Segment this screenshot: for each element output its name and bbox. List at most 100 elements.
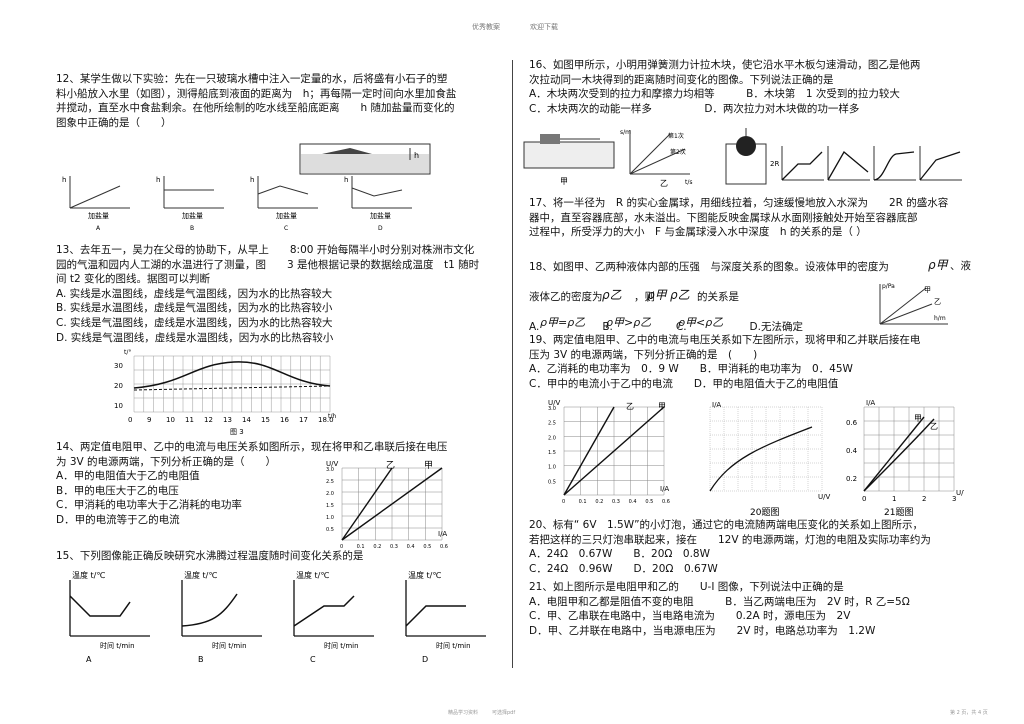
question-line: 园的气温和园内人工湖的水温进行了测量，图 3 是他根据记录的数据绘成温度 t1 … [56, 258, 480, 271]
y-axis-label: I/A [712, 401, 721, 409]
question-line: 过程中，所受浮力的大小 F 与金属球浸入水中深度 h 的关系的是（ ） [529, 226, 867, 239]
header-left: 优秀教案 [472, 23, 500, 31]
distance-time-graph: s/m t/s 第1次 第2次 乙 [620, 129, 693, 188]
question-line: A．木块两次受到的拉力和摩擦力均相等 B．木块第 1 次受到的拉力较大 [529, 88, 900, 101]
option-letter: D [378, 225, 383, 232]
option-letter: B [190, 225, 194, 232]
sphere-in-water: 2R [725, 128, 779, 185]
question-line: A．电阻甲和乙都是阻值不变的电阻 B．当乙两端电压为 2V 时，R 乙=5Ω [529, 595, 910, 608]
option-letter: C [284, 225, 288, 232]
question-15: 15、下列图像能正确反映研究水沸腾过程温度随时间变化关系的是 [56, 549, 363, 564]
left-column: 12、某学生做以下实验：先在一只玻璃水槽中注入一定量的水，后将盛有小石子的塑料小… [56, 72, 456, 130]
question-line: C．24Ω 0.96W D．20Ω 0.67W [529, 562, 718, 575]
beaker-h-label: h [414, 151, 419, 160]
question-line: 图象中正确的是（ ） [56, 116, 172, 129]
curve [293, 595, 355, 627]
question-line: A．甲的电阻值大于乙的电阻值 [56, 470, 200, 483]
option-letter: C [310, 655, 316, 664]
x-axis-label: U/V [956, 489, 964, 497]
q17-option-graph [919, 146, 962, 181]
x-tick: 0.4 [407, 544, 415, 550]
curve [709, 426, 813, 492]
rho-jia-symbol-1: ρ甲 [928, 258, 948, 272]
curve [919, 151, 961, 181]
y-tick: 2.5 [326, 479, 334, 485]
question-line: D．甲的电流等于乙的电流 [56, 513, 180, 526]
option-letter: A [86, 655, 92, 664]
y-tick: 1.0 [326, 515, 334, 521]
question-line: D．甲、乙并联在电路中，当电源电压为 2V 时，电路总功率为 1.2W [529, 624, 876, 637]
x-tick: 0 [862, 495, 866, 503]
q18-line1: 18、如图甲、乙两种液体内部的压强 与深度关系的图象。设液体甲的密度为 [529, 261, 889, 273]
y-tick: 0.5 [548, 479, 556, 485]
x-axis-label: U/V [818, 493, 830, 501]
curve [181, 593, 238, 627]
left-column-q15: 15、下列图像能正确反映研究水沸腾过程温度随时间变化关系的是 [56, 549, 363, 564]
t-axis-label: t/s [685, 179, 693, 186]
y-tick: 0.2 [846, 475, 857, 483]
p-axis-label: p/Pa [882, 283, 895, 290]
beaker-diagram: h [299, 143, 431, 175]
question-17: 17、将一半径为 R 的实心金属球，用细线拉着，匀速缓慢地放入水深为 2R 的盛… [529, 196, 948, 240]
y-axis-label: 温度 t/℃ [184, 570, 217, 580]
h-axis-label: h/m [934, 315, 946, 322]
x-tick: 0.2 [373, 544, 381, 550]
x-axis-label: I/A [438, 530, 447, 538]
curve [827, 151, 869, 181]
y-tick: 2.0 [326, 491, 334, 497]
rho-jia-symbol-2: ρ甲 [647, 288, 667, 302]
x-tick: 0.5 [423, 544, 431, 550]
x-tick: 1 [892, 495, 896, 503]
right-column-q19: 19、两定值电阻甲、乙中的电流与电压关系如下左图所示，现将甲和乙并联后接在电压为… [529, 333, 920, 391]
curve [781, 151, 823, 181]
x-tick: 12 [204, 416, 213, 424]
line-yi [863, 418, 935, 492]
x-tick: 3 [952, 495, 956, 503]
spring-scale-apparatus: 甲 [523, 134, 615, 186]
question-line: 17、将一半径为 R 的实心金属球，用细线拉着，匀速缓慢地放入水深为 2R 的盛… [529, 197, 949, 209]
x-axis-label: I/A [660, 485, 669, 493]
x-axis-label: 时间 t/min [100, 641, 135, 650]
s-axis-label: s/m [620, 129, 631, 136]
y-axis-label: 温度 t/℃ [408, 570, 441, 580]
column-divider [512, 60, 513, 668]
curve [873, 151, 915, 181]
question-line: 若把这样的三只灯泡串联起来，接在 12V 的电源两端，灯泡的电阻及实际功率约为 [529, 533, 931, 546]
question-line: 15、下列图像能正确反映研究水沸腾过程温度随时间变化关系的是 [56, 550, 364, 562]
x-tick: 0.6 [440, 544, 448, 550]
x-tick: 0.1 [579, 499, 587, 505]
x-tick: 16 [280, 416, 289, 424]
line-yi [341, 467, 393, 541]
figure-caption: 20题图 [750, 507, 779, 517]
dashed-curve [133, 385, 331, 391]
label-jia: 甲 [560, 177, 568, 186]
line-jia [563, 406, 665, 496]
x-tick: 0.6 [662, 499, 670, 505]
question-20: 20、标有“ 6V 1.5W”的小灯泡，通过它的电流随两端电压变化的关系如上图所… [529, 518, 931, 576]
x-tick: 0.5 [645, 499, 653, 505]
question-line: 间 t2 变化的图线。据图可以判断 [56, 273, 210, 286]
x-axis-label: 时间 t/min [436, 641, 471, 650]
y-axis-label: I/A [866, 399, 875, 407]
question-line: 料小船放入水里（如图），测得船底到液面的距离为 h；再每隔一定时间向水里加食盐 [56, 87, 457, 100]
right-column-q16: 16、如图甲所示，小明用弹簧测力计拉木块，使它沿水平木板匀速滑动，图乙是他两次拉… [529, 58, 920, 116]
x-tick: 9 [147, 416, 151, 424]
jia-label: 甲 [914, 414, 922, 423]
question-line: 12、某学生做以下实验：先在一只玻璃水槽中注入一定量的水，后将盛有小石子的塑 [56, 73, 448, 85]
question-14: 14、两定值电阻甲、乙中的电流与电压关系如图所示，现在将甲和乙串联后接在电压为 … [56, 440, 447, 528]
solid-curve [133, 361, 331, 389]
h-label: h [344, 176, 348, 184]
footer-right: 第 2 页，共 4 页 [950, 710, 988, 716]
figure-caption: 图 3 [230, 428, 244, 436]
depth-label: 2R [770, 160, 779, 168]
curve [257, 185, 309, 195]
